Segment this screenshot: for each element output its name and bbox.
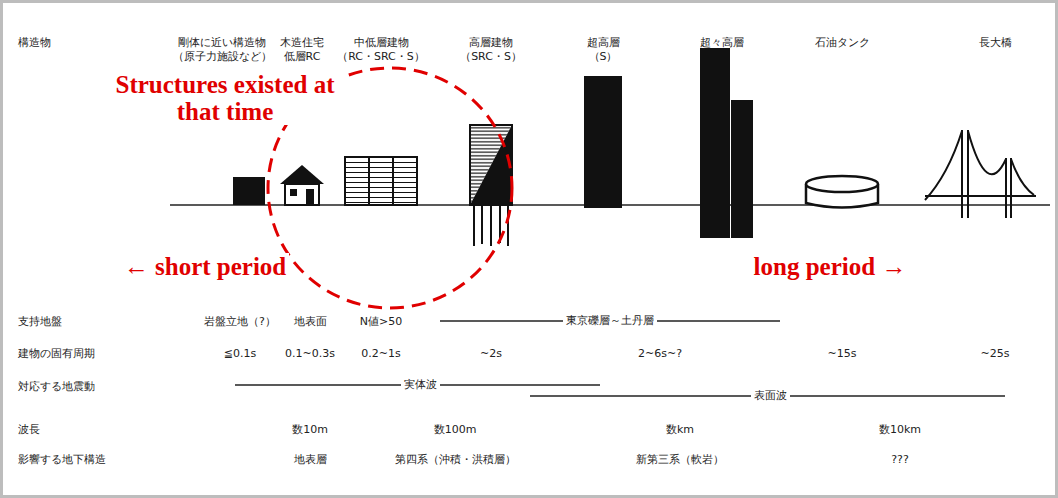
table-cell: 表面波 (751, 389, 790, 403)
table-cell: 数100m (434, 423, 477, 437)
row-heading: 対応する地震動 (18, 380, 95, 394)
bridge-cable (925, 131, 962, 200)
row-heading: 波長 (18, 423, 40, 437)
pile (490, 205, 492, 246)
house-body (285, 184, 319, 205)
table-cell: ??? (891, 453, 909, 467)
bridge-cable (968, 131, 1006, 174)
house-window (290, 189, 297, 196)
pile (481, 205, 483, 244)
building-shade (470, 125, 512, 205)
structure-label: 長大橋 (979, 36, 1012, 50)
high-rise-building (470, 125, 512, 246)
ultra-high-rise (700, 48, 753, 238)
tank-roof (806, 176, 878, 192)
structure-label: 超高層 （S） (581, 36, 625, 65)
table-cell: 地表層 (294, 453, 327, 467)
pile (473, 205, 475, 246)
wooden-house (280, 165, 324, 205)
super-high-rise (584, 76, 622, 208)
building-hatch (470, 125, 512, 205)
table-cell: 東京礫層～土丹層 (563, 314, 657, 328)
piles (474, 205, 508, 246)
table-cell: N値>50 (360, 315, 402, 329)
building-outline (470, 125, 512, 205)
table-cell: 2~6s~? (638, 347, 682, 361)
annotation-note: Structures existed at that time (106, 71, 344, 125)
structure-label: 中低層建物 （RC・SRC・S） (334, 36, 428, 65)
tower-block (700, 48, 730, 238)
suspension-bridge (925, 130, 1036, 218)
table-cell: 数10m (292, 423, 328, 437)
bridge-tower (1010, 158, 1012, 218)
table-cell: 数10km (879, 423, 921, 437)
structure-label: 高層建物 （SRC・S） (456, 36, 526, 65)
structure-label: 石油タンク (815, 36, 870, 50)
house-door (306, 189, 314, 205)
bridge-tower (961, 130, 963, 218)
building-body (345, 157, 417, 205)
building-divider (392, 157, 394, 205)
building-divider (368, 157, 370, 205)
structure-label: 超々高層 (700, 36, 744, 50)
table-cell: 新第三系（軟岩） (636, 453, 724, 467)
period-arrow-label: long period → (751, 253, 910, 280)
row-heading: 支持地盤 (18, 315, 62, 329)
table-cell: 実体波 (401, 378, 440, 392)
table-cell: ~15s (828, 347, 857, 361)
table-cell: 地表面 (294, 315, 327, 329)
table-cell: ≦0.1s (224, 347, 256, 361)
tower-block (731, 100, 753, 238)
oil-tank (806, 176, 878, 208)
table-cell: 0.2~1s (361, 347, 400, 361)
heading-label: 構造物 (18, 36, 51, 50)
structure-label: 剛体に近い構造物 （原子力施設など） (166, 36, 278, 65)
table-cell: ~25s (981, 347, 1010, 361)
table-cell: 0.1~0.3s (285, 347, 335, 361)
table-cell: 第四系（沖積・洪積層） (395, 453, 516, 467)
table-cell: 数km (666, 423, 694, 437)
rigid-structure (233, 177, 265, 205)
bridge-cable (1011, 159, 1034, 195)
structure-label: 木造住宅 低層RC (275, 36, 329, 65)
mid-rise-building (345, 157, 417, 205)
bridge-tower (967, 130, 969, 218)
bridge-deck (925, 195, 1036, 197)
row-heading: 建物の固有周期 (18, 347, 95, 361)
table-cell: 岩盤立地（?） (204, 315, 276, 329)
bridge-tower (1005, 158, 1007, 218)
house-roof (280, 165, 324, 184)
period-arrow-label: ← short period (121, 253, 290, 280)
row-heading: 影響する地下構造 (18, 453, 106, 467)
table-cell: ~2s (480, 347, 502, 361)
